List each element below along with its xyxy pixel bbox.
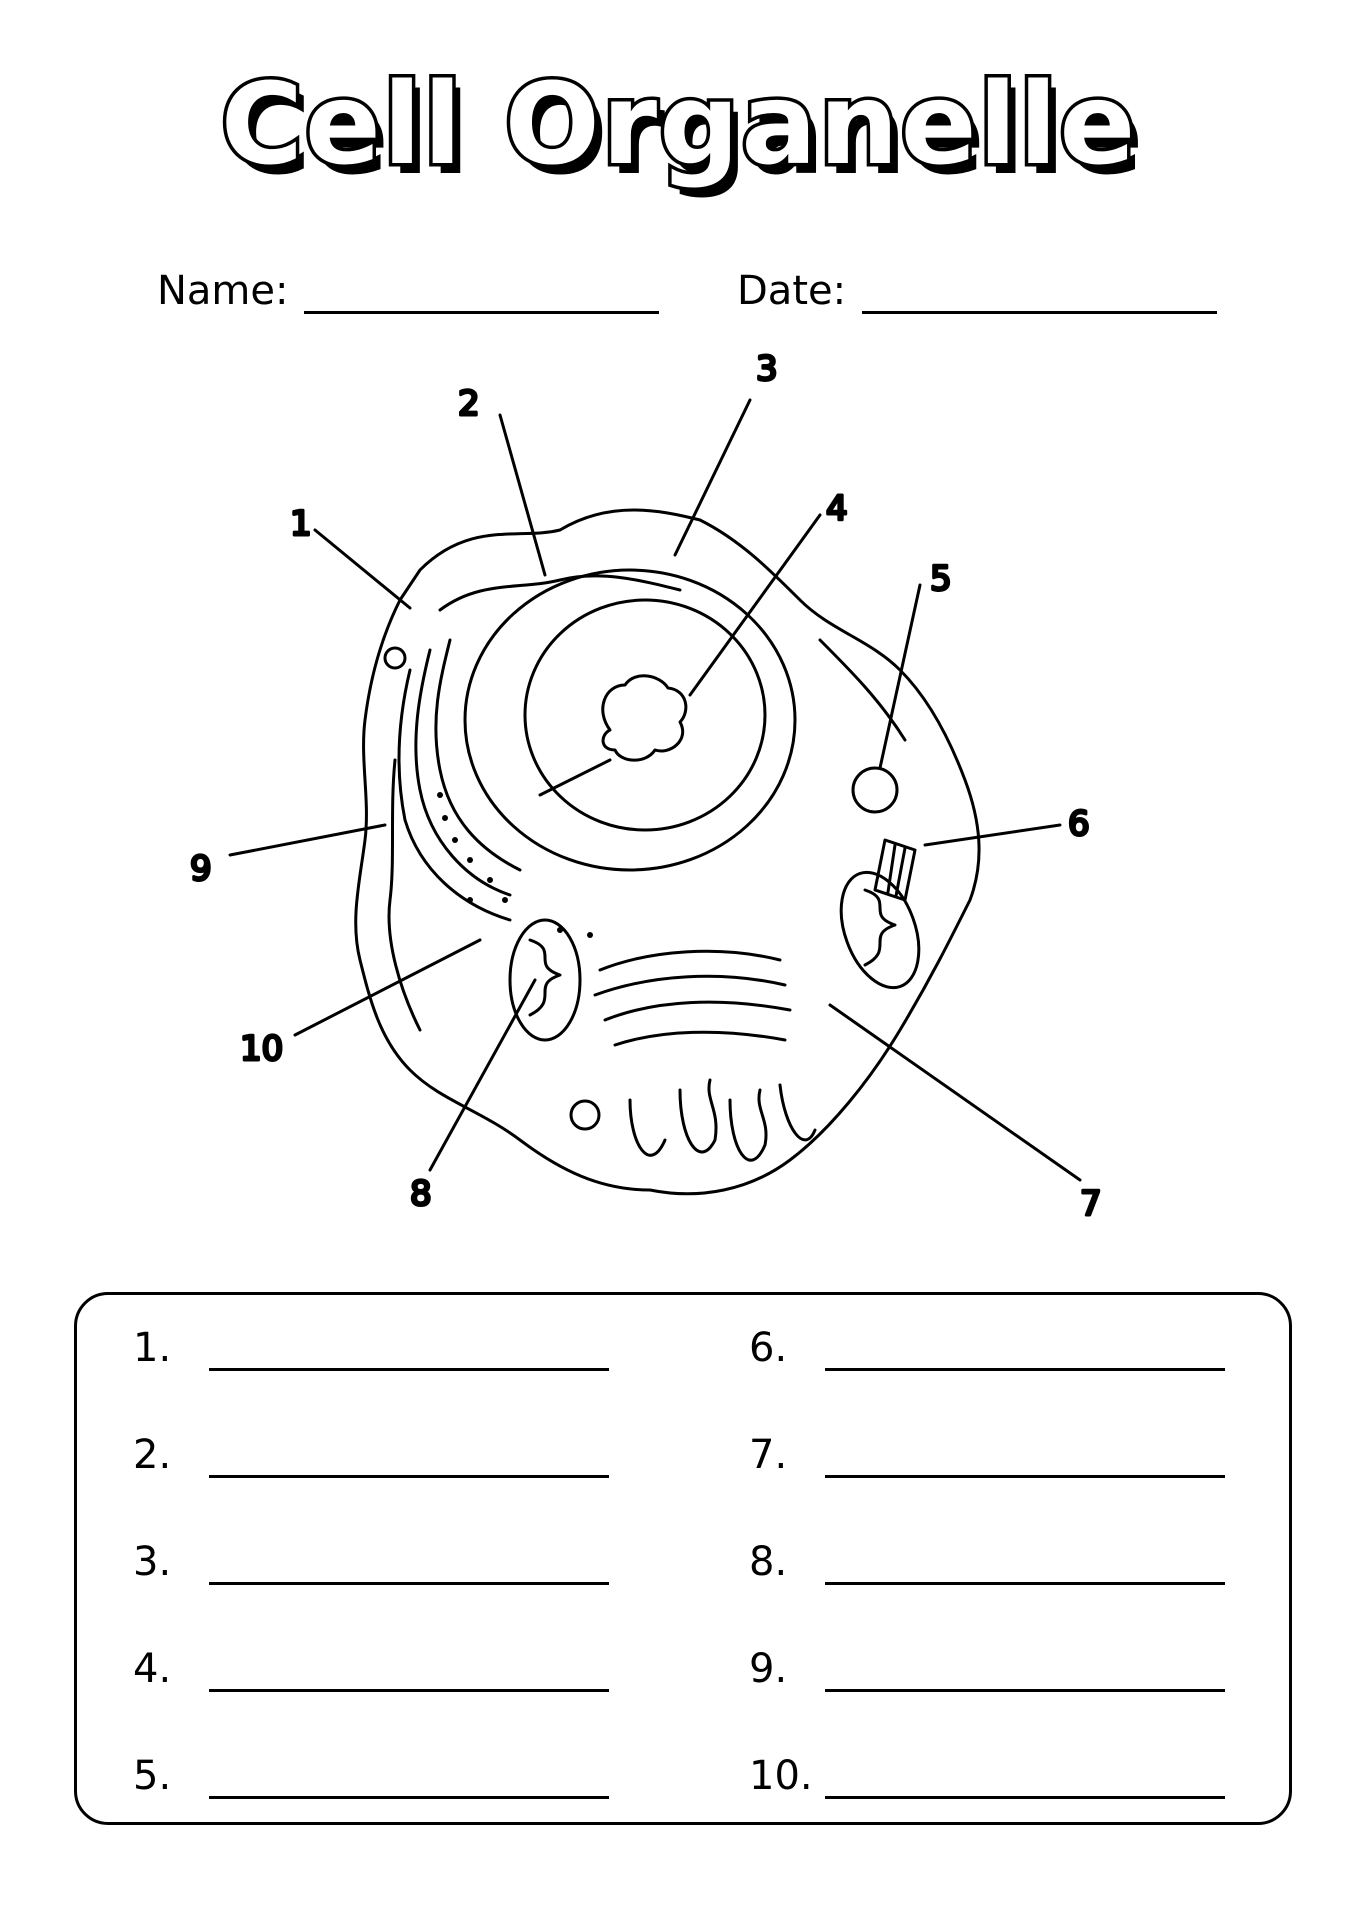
answer-blank-line[interactable] xyxy=(209,1655,609,1692)
vesicle xyxy=(851,766,899,814)
answer-blank-line[interactable] xyxy=(825,1762,1225,1799)
name-blank-line[interactable] xyxy=(304,275,660,314)
ribosomes xyxy=(437,792,593,938)
mitochondrion xyxy=(508,918,582,1042)
answer-number: 2. xyxy=(133,1432,172,1478)
callout-4: 4 xyxy=(826,489,848,529)
answer-row-4[interactable]: 4. xyxy=(133,1646,609,1692)
callout-7: 7 xyxy=(1080,1184,1102,1224)
nucleolus xyxy=(601,674,688,762)
nucleus-inner xyxy=(523,598,767,832)
smooth-er xyxy=(628,1078,817,1162)
answer-blank-line[interactable] xyxy=(825,1441,1225,1478)
callout-9: 9 xyxy=(190,849,212,889)
answer-number: 7. xyxy=(749,1432,788,1478)
golgi-apparatus xyxy=(593,949,792,1047)
nucleus-cut-line xyxy=(538,758,612,797)
answer-row-9[interactable]: 9. xyxy=(749,1646,1225,1692)
callout-8: 8 xyxy=(410,1174,432,1214)
answer-blank-line[interactable] xyxy=(209,1762,609,1799)
mitochondrion-cristae xyxy=(528,938,562,1017)
centriole xyxy=(873,838,917,902)
answer-row-8[interactable]: 8. xyxy=(749,1539,1225,1585)
callout-2: 2 xyxy=(458,384,480,424)
answer-blank-line[interactable] xyxy=(209,1548,609,1585)
answer-blank-line[interactable] xyxy=(825,1334,1225,1371)
rough-er xyxy=(397,638,522,922)
answer-box: 1. 2. 3. 4. 5. 6. 7. 8. 9. 10. xyxy=(74,1292,1292,1825)
date-label: Date: xyxy=(737,268,847,314)
nucleus-envelope xyxy=(463,568,797,872)
answer-blank-line[interactable] xyxy=(825,1655,1225,1692)
mitochondrion-2-cristae xyxy=(863,888,897,967)
cell-membrane xyxy=(354,508,981,1196)
answer-row-1[interactable]: 1. xyxy=(133,1325,609,1371)
mitochondrion-2 xyxy=(839,870,921,990)
answer-number: 5. xyxy=(133,1753,172,1799)
worksheet-title: Cell Organelle xyxy=(217,57,1139,194)
name-field[interactable]: Name: xyxy=(157,268,660,314)
answer-row-6[interactable]: 6. xyxy=(749,1325,1225,1371)
date-field[interactable]: Date: xyxy=(737,268,1218,314)
callout-1: 1 xyxy=(290,504,312,544)
callout-5: 5 xyxy=(930,559,952,599)
answer-blank-line[interactable] xyxy=(209,1334,609,1371)
answer-blank-line[interactable] xyxy=(825,1548,1225,1585)
answer-number: 10. xyxy=(749,1753,813,1799)
callout-10: 10 xyxy=(240,1029,283,1069)
answer-row-5[interactable]: 5. xyxy=(133,1753,609,1799)
cytoplasm-boundary xyxy=(387,574,907,1032)
date-blank-line[interactable] xyxy=(862,275,1218,314)
answer-number: 4. xyxy=(133,1646,172,1692)
small-vesicle xyxy=(383,646,407,670)
answer-number: 3. xyxy=(133,1539,172,1585)
answer-row-7[interactable]: 7. xyxy=(749,1432,1225,1478)
callout-lines xyxy=(228,398,1082,1182)
small-vesicle-2 xyxy=(569,1099,601,1131)
answer-number: 1. xyxy=(133,1325,172,1371)
animal-cell-diagram: 1 2 3 4 5 6 7 8 9 10 xyxy=(189,348,1104,1226)
answer-row-10[interactable]: 10. xyxy=(749,1753,1225,1799)
answer-number: 6. xyxy=(749,1325,788,1371)
callout-3: 3 xyxy=(756,349,778,389)
name-label: Name: xyxy=(157,268,289,314)
answer-number: 9. xyxy=(749,1646,788,1692)
answer-number: 8. xyxy=(749,1539,788,1585)
callout-6: 6 xyxy=(1068,804,1090,844)
answer-row-3[interactable]: 3. xyxy=(133,1539,609,1585)
answer-blank-line[interactable] xyxy=(209,1441,609,1478)
answer-row-2[interactable]: 2. xyxy=(133,1432,609,1478)
